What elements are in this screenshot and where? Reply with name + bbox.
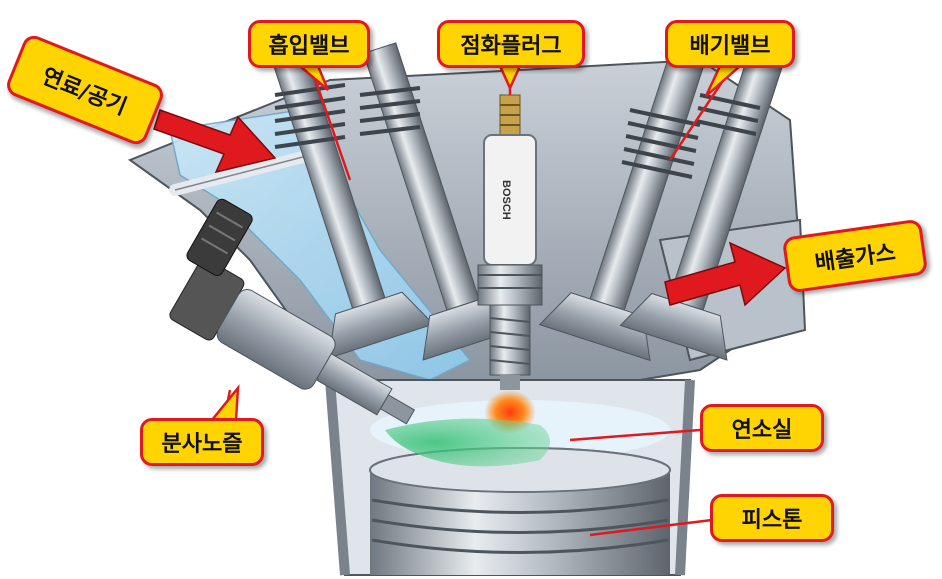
spark-plug-logo: BOSCH xyxy=(500,180,512,220)
piston xyxy=(370,448,670,575)
label-combustion-chamber: 연소실 xyxy=(700,404,824,452)
label-spark-plug: 점화플러그 xyxy=(437,20,585,68)
label-piston: 피스톤 xyxy=(710,494,834,542)
label-injector: 분사노즐 xyxy=(140,418,264,466)
label-exhaust-valve: 배기밸브 xyxy=(665,20,795,68)
label-intake-valve: 흡입밸브 xyxy=(248,20,370,68)
